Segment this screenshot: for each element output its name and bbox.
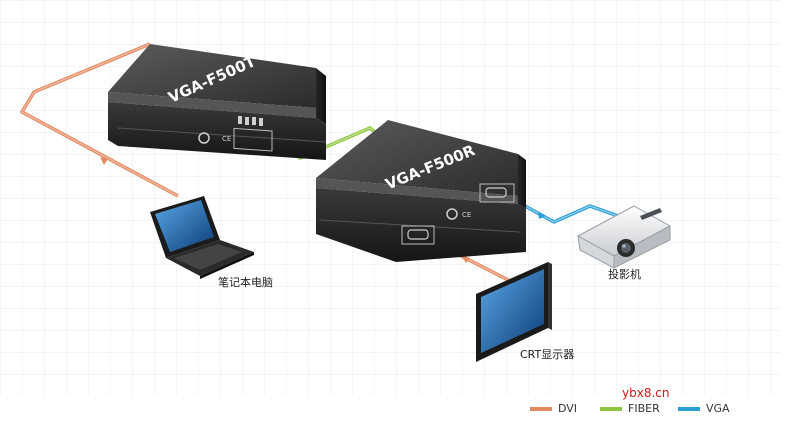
laptop-label: 笔记本电脑 [218, 276, 273, 289]
legend-swatch-dvi [530, 406, 552, 411]
arrow-vga-projector [538, 212, 546, 219]
legend-label-fiber: FIBER [628, 402, 660, 415]
laptop-graphic [150, 196, 254, 279]
monitor-label: CRT显示器 [520, 348, 575, 361]
arrow-dvi-laptop [100, 157, 108, 165]
legend-swatch-fiber [600, 406, 622, 411]
legend-swatch-vga [678, 406, 700, 411]
legend-item-vga: VGA [678, 402, 730, 415]
transmitter-device: CE [108, 44, 327, 160]
svg-text:CE: CE [462, 211, 471, 219]
projector-label: 投影机 [608, 268, 641, 281]
legend-item-fiber: FIBER [600, 402, 660, 415]
receiver-device: CE [316, 120, 526, 262]
projector-graphic [576, 205, 672, 269]
arrow-dvi-monitor [462, 256, 470, 263]
monitor-graphic [476, 262, 552, 362]
legend-label-vga: VGA [706, 402, 730, 415]
legend-item-dvi: DVI [530, 402, 577, 415]
legend-label-dvi: DVI [558, 402, 578, 415]
svg-text:CE: CE [222, 135, 231, 143]
watermark-text: ybx8.cn [622, 386, 670, 400]
